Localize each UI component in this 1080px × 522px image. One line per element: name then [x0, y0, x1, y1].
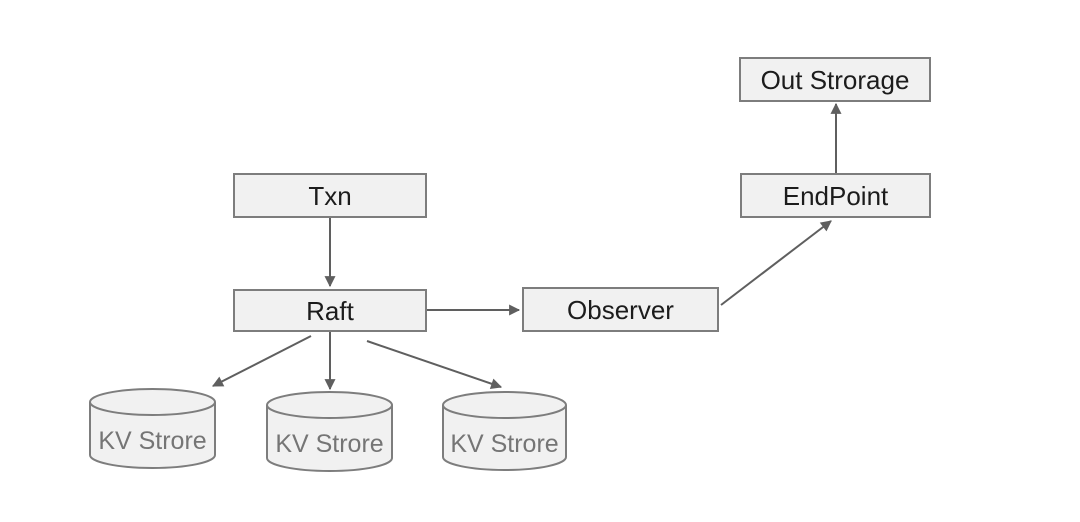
edge-raft-kv-store-1 — [212, 335, 312, 387]
node-kv-store-3-label: KV Strore — [450, 429, 559, 458]
node-kv-store-1-label: KV Strore — [98, 426, 207, 455]
cylinder-top — [266, 391, 393, 419]
edge-observer-endpoint — [720, 220, 832, 306]
cylinder-body — [266, 405, 393, 472]
edge-raft-kv-store-3 — [366, 340, 503, 389]
node-txn: Txn — [233, 173, 427, 218]
cylinder-top — [442, 391, 567, 419]
cylinder-kv-store-3 — [442, 391, 567, 471]
node-out-storage: Out Strorage — [739, 57, 931, 102]
node-observer-label: Observer — [567, 294, 674, 325]
cylinder-kv-store-1 — [89, 388, 216, 469]
node-txn-label: Txn — [308, 180, 352, 211]
node-endpoint-label: EndPoint — [782, 180, 889, 211]
node-out-storage-label: Out Strorage — [760, 64, 910, 95]
node-raft-label: Raft — [306, 295, 354, 326]
node-raft: Raft — [233, 289, 427, 332]
cylinder-body — [89, 402, 216, 469]
node-observer: Observer — [522, 287, 719, 332]
node-kv-store-2-label: KV Strore — [275, 429, 384, 458]
cylinder-kv-store-2 — [266, 391, 393, 472]
node-endpoint: EndPoint — [740, 173, 931, 218]
cylinder-top — [89, 388, 216, 416]
cylinder-body — [442, 405, 567, 471]
